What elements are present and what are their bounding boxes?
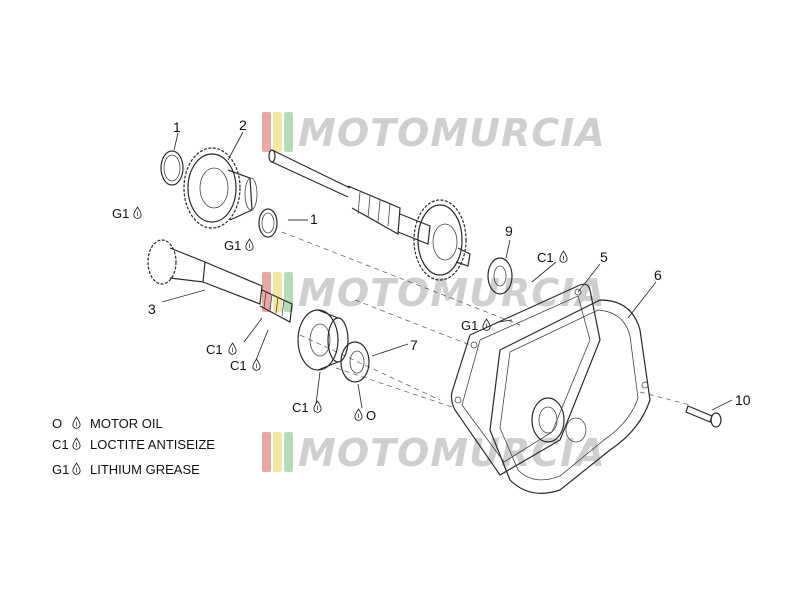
watermark-stripe	[273, 432, 282, 472]
lubricant-legend: O MOTOR OIL C1 LOCTITE ANTISEIZE G1 LITH…	[52, 416, 215, 477]
lube-mark-c1: C1	[230, 358, 261, 373]
primary-shaft	[268, 149, 471, 281]
legend-row-motor-oil: O MOTOR OIL	[52, 416, 163, 431]
part-callouts: 1 2 1 3 5 6 7 9 10	[148, 117, 751, 408]
lube-mark-c1: C1	[537, 250, 568, 265]
oil-drop-icon	[228, 342, 237, 355]
callout-10: 10	[735, 392, 751, 408]
legend-label: MOTOR OIL	[90, 416, 163, 431]
callout-6: 6	[654, 267, 662, 283]
oil-drop-icon	[245, 238, 254, 251]
watermark-stripe	[273, 112, 282, 152]
oil-drop-icon	[72, 462, 81, 475]
assembly-guide-lines	[281, 231, 691, 409]
watermark-stripe	[262, 432, 271, 472]
legend-code: G1	[52, 462, 69, 477]
legend-code: C1	[52, 437, 69, 452]
callout-5: 5	[600, 249, 608, 265]
callout-7: 7	[410, 337, 418, 353]
callout-1-upper: 1	[173, 119, 181, 135]
lube-mark-g1: G1	[224, 238, 254, 253]
watermark-stripe	[284, 272, 293, 312]
svg-text:C1: C1	[230, 358, 247, 373]
callout-1-lower: 1	[310, 211, 318, 227]
bolt-part-10	[685, 405, 722, 428]
svg-text:O: O	[366, 408, 376, 423]
oil-drop-icon	[252, 358, 261, 371]
washer-part-1-lower	[258, 208, 278, 238]
legend-code: O	[52, 416, 62, 431]
oil-drop-icon	[313, 400, 322, 413]
watermark-stripe	[262, 112, 271, 152]
watermark-stripe	[284, 112, 293, 152]
watermark-text: MOTOMURCIA	[298, 111, 606, 155]
bearing-part-9	[487, 257, 513, 295]
legend-row-lithium-grease: G1 LITHIUM GREASE	[52, 462, 200, 477]
washer-part-1-upper	[160, 150, 184, 186]
callout-2: 2	[239, 117, 247, 133]
oil-drop-icon	[72, 437, 81, 450]
oil-drop-icon	[354, 408, 363, 421]
lubricant-marks: G1 G1 C1 G1 C1 C1 C1 O	[112, 206, 568, 423]
svg-text:C1: C1	[537, 250, 554, 265]
watermark-text: MOTOMURCIA	[298, 271, 606, 315]
svg-text:C1: C1	[206, 342, 223, 357]
svg-text:G1: G1	[461, 318, 478, 333]
seal-part-7	[340, 341, 370, 383]
gear-part-2	[183, 147, 258, 229]
watermark-logo: MOTOMURCIA MOTOMURCIA MOTOMURCIA	[262, 111, 606, 475]
lube-mark-c1: C1	[292, 400, 322, 415]
oil-drop-icon	[72, 416, 81, 429]
leader-lines	[161, 131, 733, 411]
legend-row-loctite-antiseize: C1 LOCTITE ANTISEIZE	[52, 437, 215, 452]
callout-9: 9	[505, 223, 513, 239]
lube-mark-g1: G1	[461, 318, 491, 333]
lube-mark-g1: G1	[112, 206, 142, 221]
oil-drop-icon	[559, 250, 568, 263]
legend-label: LOCTITE ANTISEIZE	[90, 437, 215, 452]
lube-mark-c1: C1	[206, 342, 237, 357]
cover-part-6	[489, 299, 651, 494]
callout-3: 3	[148, 301, 156, 317]
legend-label: LITHIUM GREASE	[90, 462, 200, 477]
svg-text:G1: G1	[112, 206, 129, 221]
watermark-stripe	[273, 272, 282, 312]
secondary-shaft-part-3	[147, 239, 293, 323]
svg-text:G1: G1	[224, 238, 241, 253]
watermark-text: MOTOMURCIA	[298, 431, 606, 475]
lube-mark-o: O	[354, 408, 376, 423]
oil-drop-icon	[133, 206, 142, 219]
svg-text:C1: C1	[292, 400, 309, 415]
bearing-lower	[297, 309, 349, 371]
watermark-stripe	[284, 432, 293, 472]
